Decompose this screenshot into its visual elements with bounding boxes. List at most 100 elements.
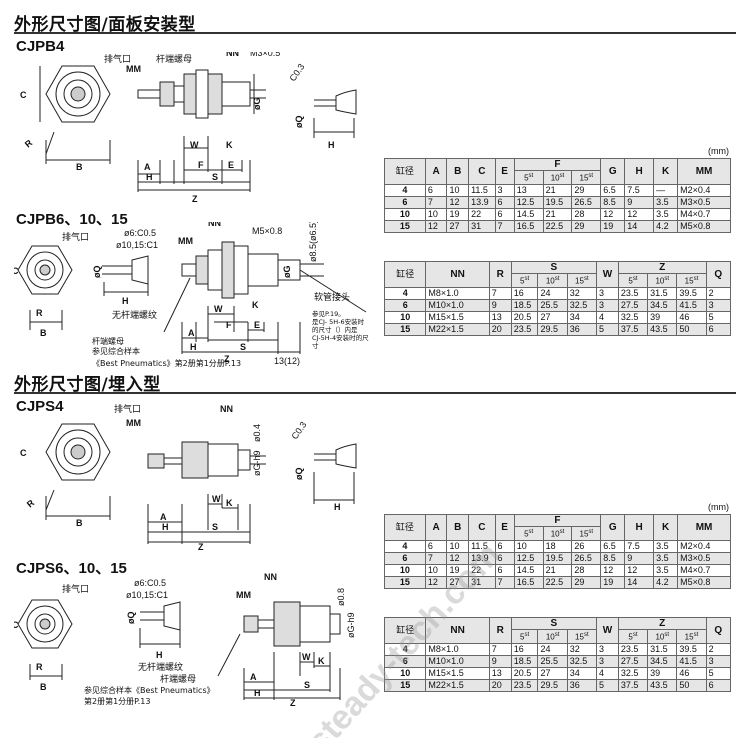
svg-text:W: W: [214, 304, 223, 314]
column-header: W: [595, 261, 619, 288]
subheader-stroke: 10st: [537, 629, 568, 644]
model-label-cjpb4: CJPB4: [16, 38, 65, 55]
table-cell: 3.5: [653, 207, 679, 221]
subheader-stroke: 10st: [647, 273, 678, 288]
svg-text:W: W: [212, 494, 221, 504]
table-cell: 19: [600, 219, 626, 233]
svg-text:øQ: øQ: [294, 116, 304, 129]
table-cell: 12: [600, 207, 626, 221]
bore-cell: 4: [383, 642, 427, 656]
model-label-cjps4: CJPS4: [16, 398, 64, 415]
svg-text:C: C: [20, 90, 27, 100]
table-cell: 29.5: [537, 678, 568, 692]
drawing-cjps4: 排气口 MM NN ø0.4 C0.3 øG-h9 øQ C R B A H W…: [20, 404, 357, 552]
table-cell: 12: [624, 563, 655, 577]
table-cell: 6.5: [600, 539, 626, 553]
table-cell: 34.5: [647, 654, 678, 668]
svg-text:NN: NN: [208, 222, 221, 228]
table-cell: 50: [676, 322, 707, 336]
table-cell: 12: [446, 195, 470, 209]
table-cell: 2: [705, 642, 732, 656]
table-cell: 39.5: [676, 286, 707, 300]
note-reference-1: 参见综合样本《Best Pneumatics》: [84, 686, 215, 695]
column-header: MM: [677, 514, 731, 541]
table-cell: 10: [513, 539, 544, 553]
svg-text:ø0.4: ø0.4: [252, 424, 262, 442]
table-cell: 27: [537, 310, 568, 324]
svg-text:A: A: [188, 328, 195, 338]
svg-text:Z: Z: [198, 542, 204, 552]
table-cell: 26: [571, 539, 602, 553]
table-cell: 6: [424, 539, 448, 553]
column-header: C: [468, 514, 496, 541]
table-cell: M15×1.5: [425, 310, 490, 324]
table-cell: 11.5: [468, 183, 496, 197]
table-cell: 6: [494, 539, 515, 553]
drawing-cjpb4: 排气口 杆端螺母 MM NN M3×0.5 C0.3 C R B A W F E…: [20, 52, 357, 204]
svg-text:MM: MM: [126, 64, 141, 74]
svg-text:øQ: øQ: [126, 612, 136, 625]
table-cell: M3×0.5: [677, 551, 731, 565]
table-cell: M5×0.8: [677, 219, 731, 233]
table-cell: 26.5: [571, 195, 602, 209]
svg-text:MM: MM: [178, 236, 193, 246]
bore-cell: 10: [383, 310, 427, 324]
column-header: F: [513, 158, 602, 171]
svg-text:W: W: [190, 140, 199, 150]
table-cell: 6: [424, 183, 448, 197]
column-header: K: [653, 158, 679, 185]
subheader-stroke: 15st: [566, 629, 597, 644]
table-cell: 9: [488, 654, 512, 668]
table-cell: 34: [566, 666, 597, 680]
table-cell: 9: [624, 551, 655, 565]
svg-text:C: C: [14, 620, 19, 630]
table-cell: 20: [488, 322, 512, 336]
table-cell: 23.5: [617, 286, 649, 300]
table-cell: 21: [542, 183, 573, 197]
table-cell: 16.5: [513, 575, 544, 589]
table-cell: 3: [595, 654, 619, 668]
column-header: NN: [425, 261, 490, 288]
table-cell: 22.5: [542, 219, 573, 233]
table-cell: M3×0.5: [677, 195, 731, 209]
column-header: B: [446, 514, 470, 541]
column-header: MM: [677, 158, 731, 185]
table-cell: 28: [571, 207, 602, 221]
column-header: Q: [705, 617, 732, 644]
table-cell: 27.5: [617, 298, 649, 312]
subheader-stroke: 15st: [676, 629, 707, 644]
svg-text:R: R: [25, 497, 37, 509]
table-cell: 5: [705, 310, 732, 324]
svg-text:ø6:C0.5: ø6:C0.5: [124, 228, 156, 238]
svg-text:W: W: [302, 652, 311, 662]
svg-text:ø8.5(ø6.5): ø8.5(ø6.5): [308, 222, 318, 262]
table-cell: 3: [595, 286, 619, 300]
table-cell: 3.5: [653, 539, 679, 553]
table-cell: 25.5: [537, 298, 568, 312]
table-cell: 7.5: [624, 539, 655, 553]
table-cell: 21: [542, 207, 573, 221]
bore-cell: 15: [384, 219, 426, 233]
subheader-stroke: 5st: [510, 629, 539, 644]
column-header: G: [600, 158, 626, 185]
table-cell: M8×1.0: [425, 286, 490, 300]
svg-text:A: A: [144, 162, 151, 172]
svg-text:ø10,15:C1: ø10,15:C1: [126, 590, 168, 600]
table-cell: 16: [510, 642, 539, 656]
table-cell: 3.5: [653, 551, 679, 565]
subheader-stroke: 5st: [513, 526, 544, 541]
table-cell: 19.5: [542, 195, 573, 209]
subheader-stroke: 5st: [513, 170, 544, 185]
bore-cell: 10: [384, 207, 426, 221]
svg-text:C: C: [14, 266, 19, 276]
svg-text:øQ: øQ: [294, 468, 304, 481]
table-cell: 29: [571, 575, 602, 589]
